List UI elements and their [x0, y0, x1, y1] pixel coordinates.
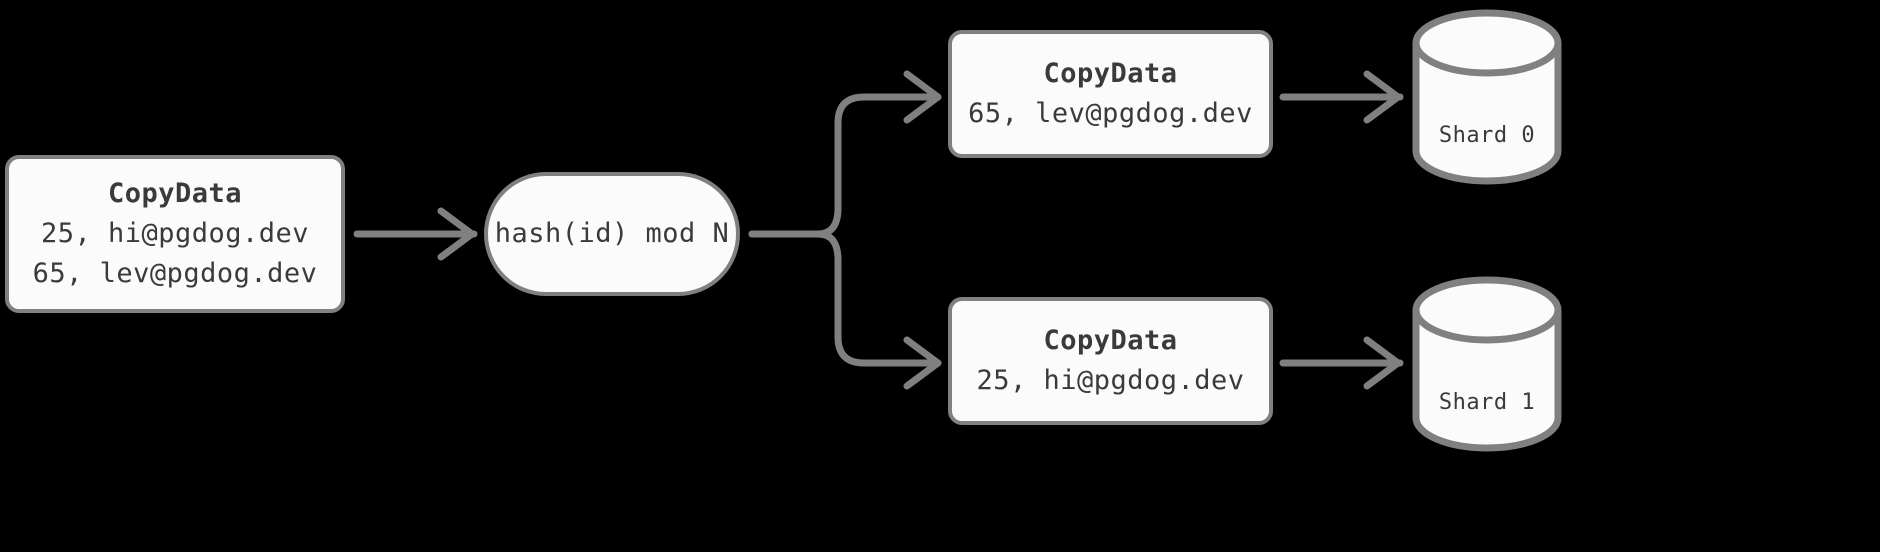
edge-source-to-hash	[353, 207, 478, 261]
node-output-top-row-1: 65, lev@pgdog.dev	[968, 98, 1253, 129]
node-source-title: CopyData	[107, 178, 243, 209]
node-source-copydata[interactable]: CopyData 25, hi@pgdog.dev 65, lev@pgdog.…	[5, 155, 345, 313]
node-output-bottom-title: CopyData	[1043, 325, 1178, 356]
database-cylinder-icon	[1412, 276, 1562, 452]
node-hash-label: hash(id) mod N	[494, 218, 730, 249]
node-hash-function[interactable]: hash(id) mod N	[484, 172, 740, 296]
edge-hash-to-out-bottom	[748, 230, 942, 390]
node-shard0-label: Shard 0	[1438, 123, 1536, 148]
edge-out-bottom-to-shard1	[1279, 336, 1404, 390]
node-output-bottom-copydata[interactable]: CopyData 25, hi@pgdog.dev	[948, 297, 1273, 425]
edge-out-top-to-shard0	[1279, 70, 1404, 124]
node-source-row-1: 25, hi@pgdog.dev	[40, 218, 310, 249]
node-shard1-label: Shard 1	[1438, 390, 1536, 415]
node-shard1-database[interactable]: Shard 1	[1411, 276, 1563, 452]
node-output-bottom-row-1: 25, hi@pgdog.dev	[976, 365, 1245, 396]
node-output-top-copydata[interactable]: CopyData 65, lev@pgdog.dev	[948, 30, 1273, 158]
node-output-top-title: CopyData	[1043, 58, 1178, 89]
node-shard0-database[interactable]: Shard 0	[1411, 9, 1563, 185]
database-cylinder-icon	[1412, 9, 1562, 185]
edge-hash-to-out-top	[748, 70, 942, 238]
node-source-row-2: 65, lev@pgdog.dev	[32, 258, 318, 289]
